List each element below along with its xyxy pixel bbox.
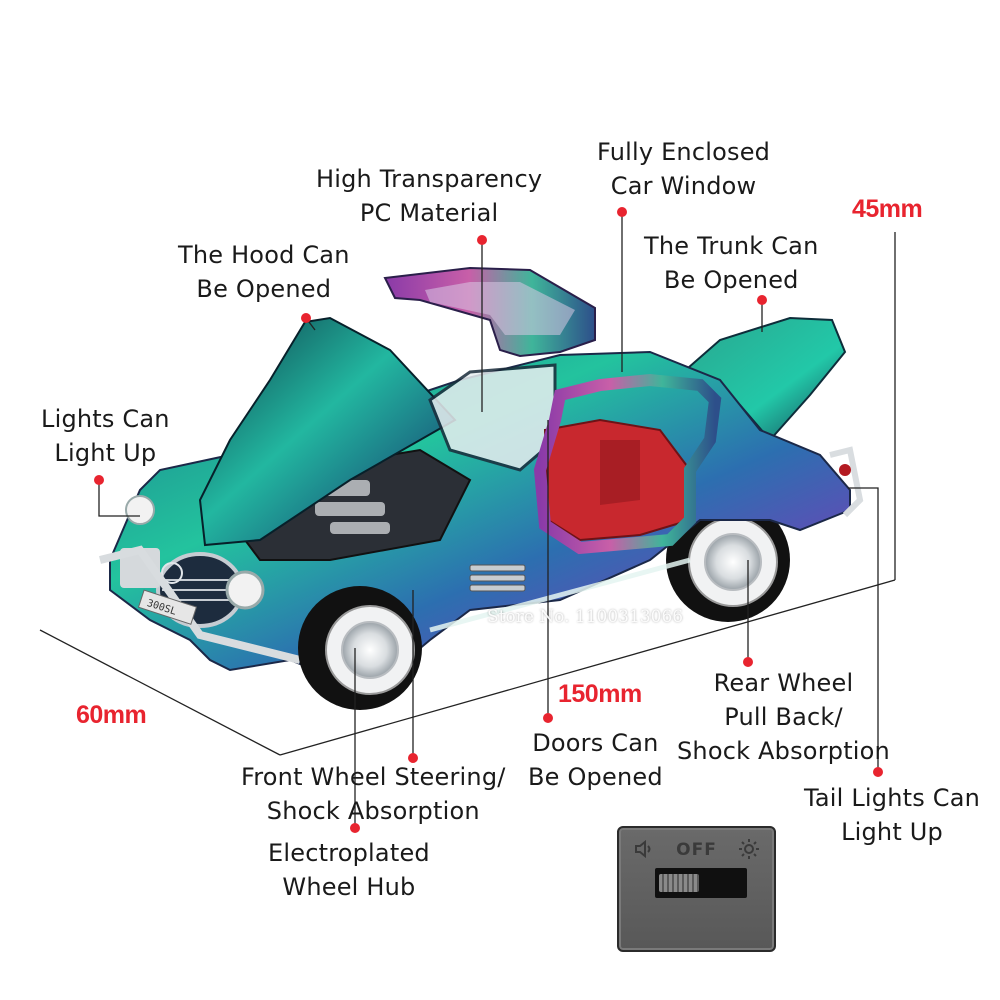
annotation-dot — [617, 207, 627, 217]
speaker-icon — [635, 839, 651, 859]
label-line: Shock Absorption — [677, 737, 890, 765]
label-tail-lights: Tail Lights Can Light Up — [804, 781, 980, 849]
side-vents — [469, 564, 526, 592]
dimension-height: 45mm — [852, 195, 923, 223]
label-fully-enclosed-window: Fully Enclosed Car Window — [597, 135, 770, 203]
label-line: Be Opened — [196, 275, 332, 303]
label-line: Tail Lights Can — [804, 784, 981, 812]
label-wheel-hub: Electroplated Wheel Hub — [268, 836, 430, 904]
label-front-wheel: Front Wheel Steering/ Shock Absorption — [241, 760, 506, 828]
annotation-dot — [543, 713, 553, 723]
annotation-dot — [94, 475, 104, 485]
power-switch-panel: OFF — [617, 826, 776, 952]
dimension-width: 60mm — [76, 701, 147, 729]
rear-wheel — [666, 498, 790, 622]
label-line: Doors Can — [532, 729, 659, 757]
annotation-dot — [477, 235, 487, 245]
leader-lights — [98, 480, 140, 517]
leader-lines — [98, 212, 879, 828]
switch-slot — [655, 868, 747, 898]
store-watermark: Store No. 1100313066 — [487, 607, 684, 627]
label-line: Fully Enclosed — [597, 138, 771, 166]
label-line: Light Up — [54, 439, 157, 467]
label-line: Rear Wheel — [713, 669, 854, 697]
switch-knob[interactable] — [659, 874, 699, 892]
front-wheel — [298, 586, 422, 710]
dimension-length: 150mm — [558, 680, 642, 708]
leader-tail-lights — [848, 487, 879, 772]
hood — [198, 316, 457, 547]
front-fascia — [99, 495, 301, 664]
annotation-dot — [757, 295, 767, 305]
label-doors-open: Doors Can Be Opened — [528, 726, 663, 794]
label-line: Car Window — [610, 172, 757, 200]
tail-light — [829, 446, 864, 518]
label-line: Shock Absorption — [266, 797, 480, 825]
label-line: The Trunk Can — [644, 232, 819, 260]
label-line: High Transparency — [316, 165, 543, 193]
label-line: Pull Back/ — [724, 703, 843, 731]
gullwing-door-right — [533, 373, 722, 555]
switch-off-label: OFF — [676, 840, 717, 860]
label-trunk-opens: The Trunk Can Be Opened — [644, 229, 819, 297]
label-line: PC Material — [359, 199, 499, 227]
label-rear-wheel: Rear Wheel Pull Back/ Shock Absorption — [677, 666, 890, 768]
dimension-box — [39, 232, 896, 756]
label-line: Be Opened — [663, 266, 799, 294]
light-icon — [739, 839, 759, 859]
label-line: Wheel Hub — [282, 873, 416, 901]
label-line: Be Opened — [528, 763, 663, 791]
annotation-dot — [408, 753, 418, 763]
label-line: Lights Can — [41, 405, 170, 433]
label-hood-opens: The Hood Can Be Opened — [178, 238, 350, 306]
label-line: Electroplated — [268, 839, 430, 867]
annotation-dots — [94, 207, 883, 833]
annotation-dot — [873, 767, 883, 777]
annotation-dot — [350, 823, 360, 833]
annotation-dot — [301, 313, 311, 323]
label-line: Front Wheel Steering/ — [241, 763, 506, 791]
annotation-dot — [743, 657, 753, 667]
label-line: The Hood Can — [178, 241, 350, 269]
label-high-transparency: High Transparency PC Material — [316, 162, 542, 230]
label-line: Light Up — [841, 818, 943, 846]
label-lights-light-up: Lights Can Light Up — [41, 402, 170, 470]
